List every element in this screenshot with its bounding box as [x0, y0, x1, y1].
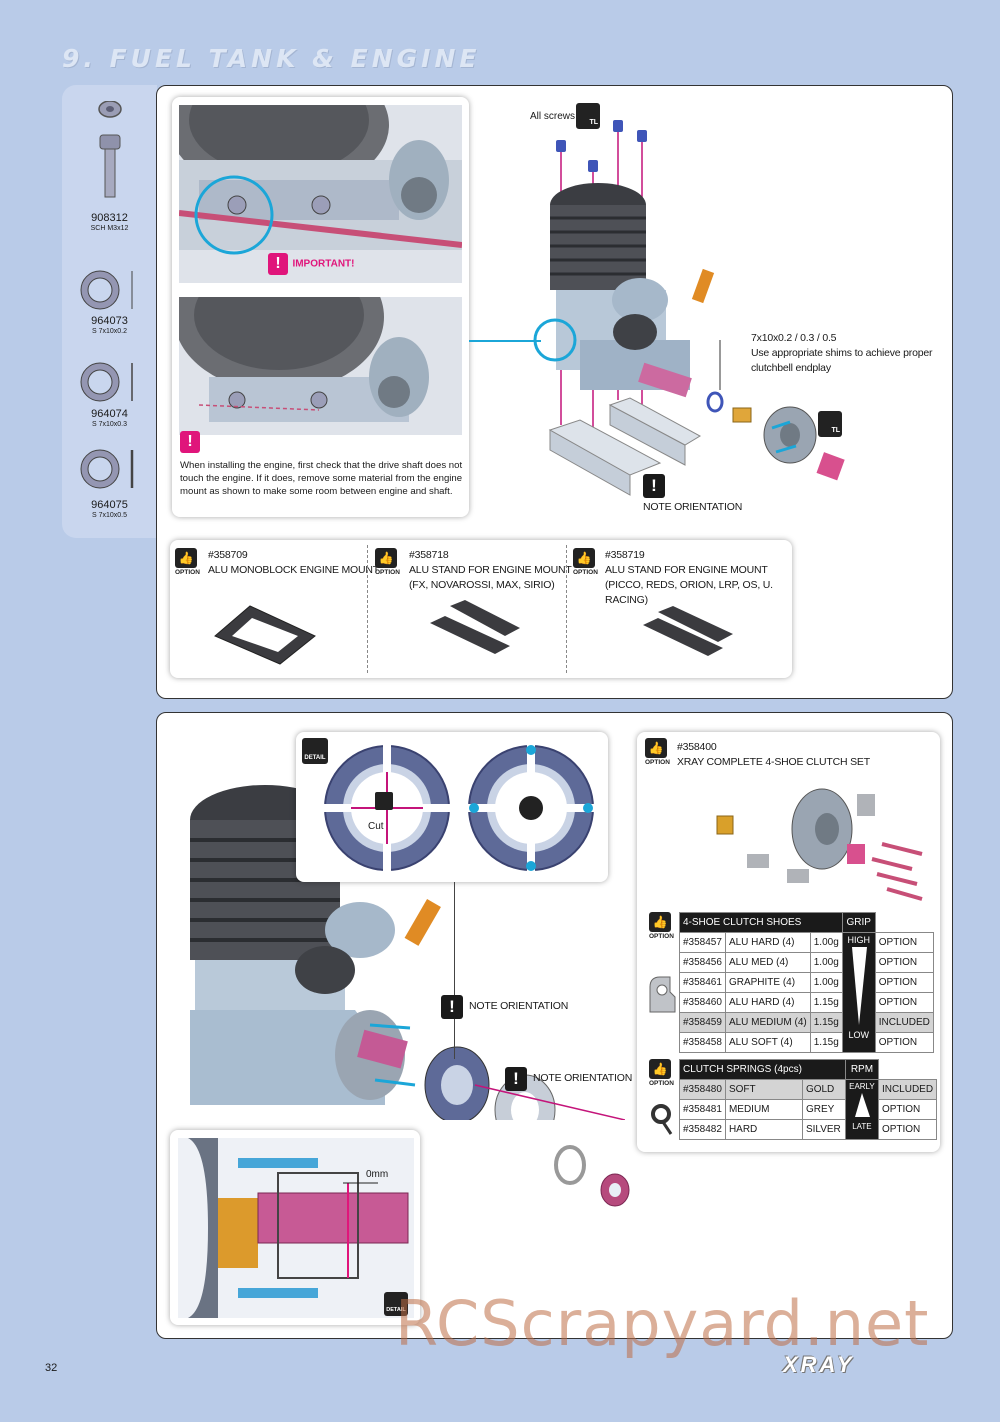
- option-358709: #358709 ALU MONOBLOCK ENGINE MOUNT: [208, 549, 379, 576]
- cut-label: Cut: [368, 821, 384, 832]
- part-964074: 964074 S 7x10x0.3: [91, 408, 128, 428]
- page-title: 9. FUEL TANK & ENGINE: [62, 44, 481, 73]
- cut-result-diagram: [466, 742, 596, 874]
- note-orientation-label: NOTE ORIENTATION: [533, 1072, 633, 1084]
- clutch-set-card: 👍OPTION #358400 XRAY COMPLETE 4-SHOE CLU…: [637, 732, 940, 1152]
- shim-icon: [80, 449, 134, 489]
- engine-mount-detail-card: ! IMPORTANT! ! When installing the engin…: [172, 97, 469, 517]
- option-358718: #358718 ALU STAND FOR ENGINE MOUNT (FX, …: [409, 549, 572, 591]
- part-964073: 964073 S 7x10x0.2: [91, 315, 128, 335]
- clutch-set-illustration: [716, 788, 923, 901]
- cross-section-detail: 0mm DETAIL: [170, 1130, 420, 1325]
- mount-stand-illustration: [643, 606, 733, 656]
- part-908312: 908312 SCH M3x12: [90, 212, 129, 232]
- thumbs-up-icon: 👍: [645, 738, 667, 758]
- option-badge: 👍OPTION: [573, 548, 601, 576]
- warning-icon: !: [268, 253, 288, 275]
- clutch-set-title: #358400 XRAY COMPLETE 4-SHOE CLUTCH SET: [677, 741, 870, 768]
- clutch-assembly-illustration: [190, 785, 625, 1120]
- parts-sidebar: 908312 SCH M3x12 964073 S 7x10x0.2 96407…: [62, 85, 157, 538]
- shim-icon: [80, 270, 133, 310]
- gap-label: 0mm: [366, 1169, 389, 1180]
- thumbs-up-icon: 👍: [175, 548, 197, 568]
- part-964075: 964075 S 7x10x0.5: [91, 499, 128, 519]
- shim-icon: [80, 362, 133, 402]
- shim-spec-label: 7x10x0.2 / 0.3 / 0.5 Use appropriate shi…: [751, 332, 933, 374]
- option-badge: 👍OPTION: [649, 1059, 677, 1087]
- brand-logo: XRAY: [783, 1352, 855, 1377]
- engine-mount-options-card: 👍OPTION #358709 ALU MONOBLOCK ENGINE MOU…: [170, 540, 792, 678]
- notice-icon: !: [505, 1067, 527, 1091]
- detail-icon: DETAIL: [384, 1292, 408, 1316]
- rpm-wedge-icon: [854, 1093, 870, 1117]
- clutch-shoe-cut-detail: DETAIL Cut: [296, 732, 608, 882]
- threadlock-icon: TL: [818, 411, 842, 437]
- note-orientation-label: NOTE ORIENTATION: [469, 1000, 569, 1012]
- callout-line: [454, 882, 455, 1059]
- thumbs-up-icon: 👍: [375, 548, 397, 568]
- engine-mount-side-illustration: [179, 297, 462, 435]
- note-orientation-3: !: [505, 1067, 527, 1091]
- install-note-text: When installing the engine, first check …: [180, 460, 463, 497]
- note-orientation-label: NOTE ORIENTATION: [643, 501, 743, 513]
- thumbs-up-icon: 👍: [649, 912, 671, 932]
- grip-scale: HIGH LOW: [841, 932, 876, 1053]
- page-number: 32: [45, 1362, 58, 1374]
- note-orientation-2: !: [441, 995, 463, 1019]
- install-warning-icon: !: [180, 431, 200, 453]
- rpm-scale: EARLY LATE: [844, 1079, 879, 1140]
- threadlock-icon: TL: [576, 103, 600, 129]
- engine-mount-top-illustration: [179, 105, 462, 283]
- notice-icon: !: [643, 474, 665, 498]
- thumbs-up-icon: 👍: [649, 1059, 671, 1079]
- monoblock-mount-illustration: [214, 605, 316, 665]
- engine-exploded-illustration: [533, 120, 845, 496]
- option-358719: #358719 ALU STAND FOR ENGINE MOUNT (PICC…: [605, 549, 773, 606]
- watermark: RCScrapyard.net: [395, 1287, 930, 1360]
- cross-section-illustration: [178, 1138, 414, 1318]
- clutch-spring-nut-illustration: [554, 1145, 630, 1207]
- mount-stand-illustration: [430, 600, 520, 654]
- grip-wedge-icon: [851, 947, 867, 1025]
- option-badge: 👍OPTION: [375, 548, 403, 576]
- callout-line: [469, 340, 541, 342]
- note-orientation-1: !: [643, 474, 665, 498]
- notice-icon: !: [441, 995, 463, 1019]
- option-badge: 👍OPTION: [645, 738, 673, 766]
- option-badge: 👍OPTION: [649, 912, 677, 940]
- thumbs-up-icon: 👍: [573, 548, 595, 568]
- screw-icon: [98, 101, 122, 198]
- all-screws-label: All screws: [530, 111, 576, 122]
- option-badge: 👍OPTION: [175, 548, 203, 576]
- clutch-spring-icon: [651, 1104, 673, 1135]
- knife-icon: [375, 792, 393, 810]
- clutch-shoe-icon: [649, 976, 676, 1013]
- detail-icon: DETAIL: [302, 738, 328, 764]
- important-note: ! IMPORTANT!: [268, 253, 354, 275]
